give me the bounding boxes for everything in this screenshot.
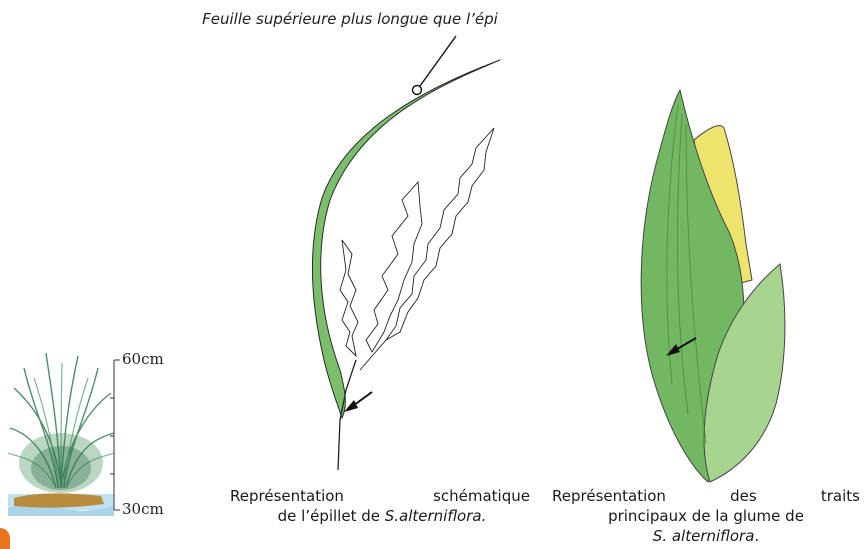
caption-spikelet-species: S.alterniflora. xyxy=(385,507,487,525)
caption-spikelet: Représentation schématique de l’épillet … xyxy=(230,486,530,526)
plant-photo xyxy=(6,348,116,518)
caption-glume-species: S. alterniflora xyxy=(653,527,755,545)
annotation-pointer-circle xyxy=(413,86,422,95)
caption-spikelet-line1: Représentation schématique xyxy=(230,486,530,506)
caption-spikelet-prefix: de l’épillet de xyxy=(278,507,385,525)
caption-spikelet-line2: de l’épillet de S.alterniflora. xyxy=(230,506,530,526)
caption-glume-line3: S. alterniflora. xyxy=(552,526,860,546)
scale-top-label: 60cm xyxy=(122,350,164,368)
glume-drawing xyxy=(628,84,858,484)
annotation-upper-leaf: Feuille supérieure plus longue que l’épi xyxy=(140,10,560,28)
scale-bottom-label: 30cm xyxy=(122,500,164,518)
caption-glume: Représentation des traits principaux de … xyxy=(552,486,860,546)
scale-bar xyxy=(108,354,128,514)
annotation-pointer-line xyxy=(420,36,456,86)
caption-glume-line2: principaux de la glume de xyxy=(552,506,860,526)
spikelet-arrow xyxy=(344,392,372,412)
corner-orange-mark xyxy=(0,528,10,549)
caption-glume-line1: Représentation des traits xyxy=(552,486,860,506)
spikelet-drawing xyxy=(290,40,520,470)
spike-middle xyxy=(360,182,422,370)
caption-glume-suffix: . xyxy=(754,527,759,545)
spike-left xyxy=(340,240,358,356)
